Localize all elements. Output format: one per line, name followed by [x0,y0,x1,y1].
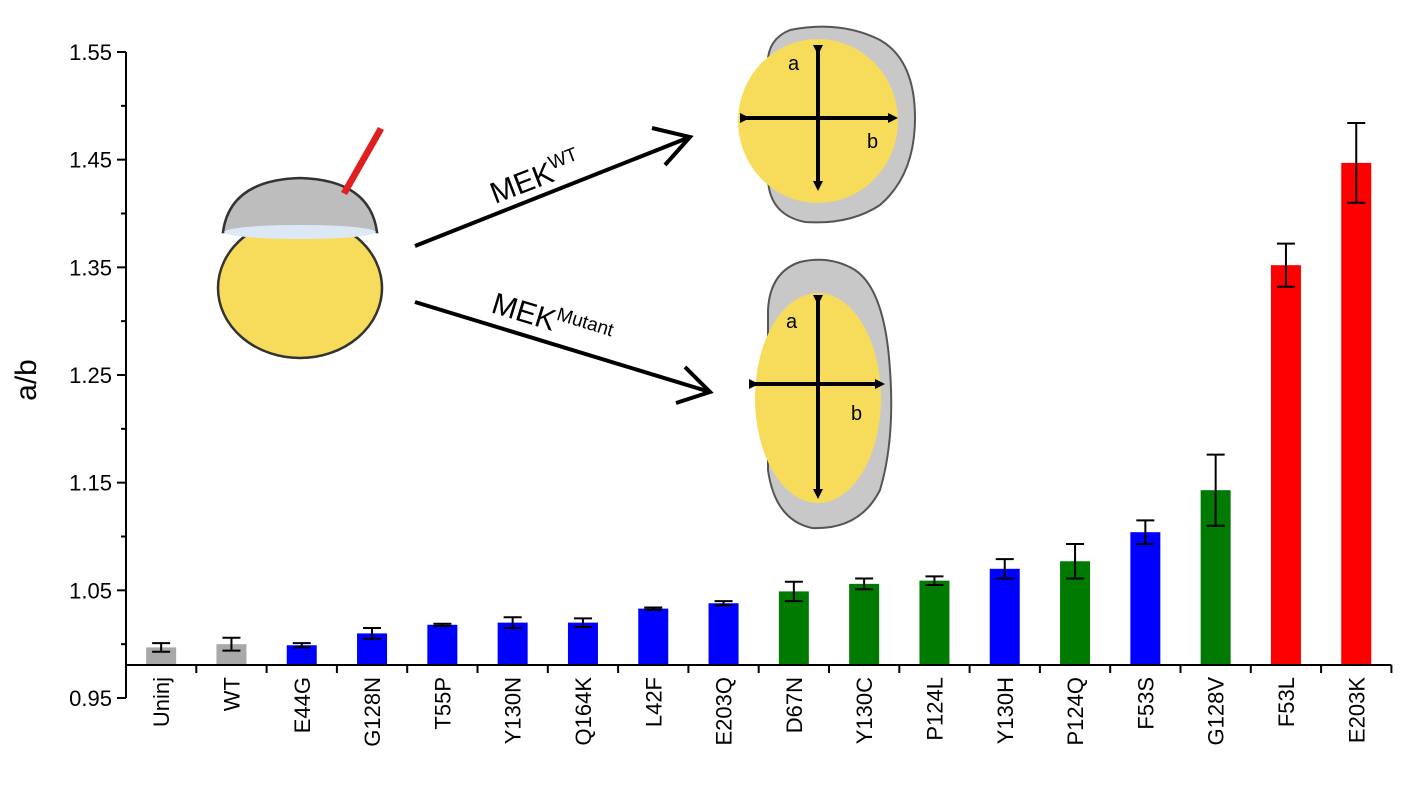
x-tick-label: P124Q [1063,677,1088,746]
x-tick-label: WT [219,677,244,711]
y-tick-label: 1.05 [69,578,112,603]
x-tick-label: E203K [1344,677,1369,743]
arrow-head-mutant [675,365,714,405]
y-tick-label: 0.95 [69,686,112,711]
bar [427,624,458,665]
bar [849,583,880,665]
y-tick-label: 1.55 [69,40,112,65]
x-tick-label: P124L [922,677,947,741]
bar [286,645,317,665]
x-tick-label: Uninj [149,677,174,727]
bar [1270,265,1301,665]
bar [778,591,809,665]
embryo-boundary [224,225,376,239]
x-tick-label: G128V [1204,677,1229,746]
x-tick-label: F53S [1133,677,1158,730]
x-tick-label: Y130N [501,677,526,744]
x-tick-label: L42F [641,677,666,727]
wt-embryo: a b [738,25,917,224]
mutant-label-a: a [786,311,798,333]
wt-label-a: a [788,53,800,75]
bar [1130,532,1161,665]
x-tick-label: E44G [290,677,315,733]
bar [708,603,739,665]
x-tick-label: G128N [360,677,385,747]
arrow-to-mutant [414,300,711,394]
wt-label-b: b [867,131,878,153]
injected-embryo [216,127,384,360]
bar [919,580,950,665]
mutant-label-b: b [851,403,862,425]
x-tick-label: Y130C [852,677,877,744]
y-tick-label: 1.15 [69,471,112,496]
y-axis: 0.95 1.05 1.15 1.25 1.35 1.45 1.55 [69,40,127,711]
label-mek-wt: MEKWT [485,144,586,211]
embryo-blastoderm [221,176,379,234]
y-axis-title: a/b [10,359,43,401]
arrow-to-wt [414,135,691,248]
x-axis: Uninj WT E44G G128N T55P Y130N Q164K L42F E203Q D… [126,664,1393,747]
x-tick-label: Q164K [571,677,596,746]
x-tick-label: E203Q [712,677,737,746]
bar-series [146,162,1372,665]
bar [567,622,598,665]
x-tick-label: T55P [430,677,455,730]
bar [497,622,528,665]
y-tick-label: 1.45 [69,148,112,173]
x-tick-label: D67N [782,677,807,733]
bar [989,568,1020,665]
arrow-head-wt [651,126,694,167]
error-bars [152,122,1366,653]
mutant-embryo: a b [749,258,893,530]
x-tick-label: F53L [1274,677,1299,727]
bar [216,644,247,665]
y-tick-label: 1.35 [69,255,112,280]
x-tick-label: Y130H [993,677,1018,744]
y-tick-label: 1.25 [69,363,112,388]
bar [1341,162,1372,665]
injection-needle-icon [341,127,384,195]
bar [638,608,669,665]
